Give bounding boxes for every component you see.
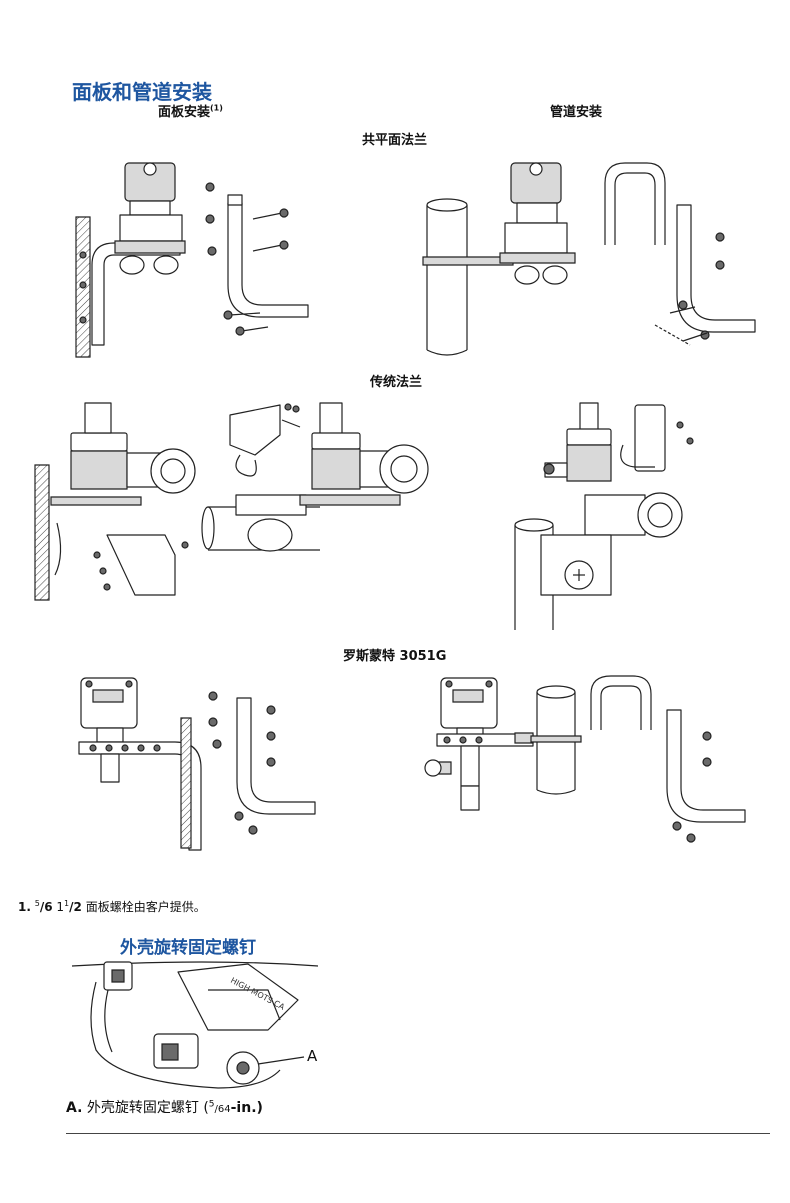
panel-mount-label-text: 面板安装 xyxy=(158,105,211,120)
caption-letter: A. xyxy=(66,1100,83,1116)
footnote-number: 1. xyxy=(18,900,31,914)
loose-l-bracket xyxy=(228,203,308,317)
traditional-panel-mount-illustration xyxy=(25,395,215,605)
coplanar-flange-label: 共平面法兰 xyxy=(362,133,428,148)
coplanar-pipe-mount-illustration xyxy=(415,155,745,370)
u-bolt xyxy=(605,163,665,245)
panel-mount-label: 面板安装(1) xyxy=(158,101,223,120)
traditional-pipe-mount-illustration xyxy=(505,395,705,635)
housing-screw-title: 外壳旋转固定螺钉 xyxy=(120,938,256,958)
screw-caption: A. 外壳旋转固定螺钉 (5/64-in.) xyxy=(66,1097,263,1117)
footnote-frac1-den: /6 xyxy=(39,900,53,914)
bottom-rule xyxy=(66,1133,770,1134)
caption-frac-num: 5 xyxy=(208,1099,215,1110)
caption-frac-den: /64 xyxy=(214,1104,231,1115)
section-title: 面板和管道安装 xyxy=(72,80,212,104)
coplanar-panel-mount-illustration xyxy=(70,155,330,370)
rosemount-3051g-panel-illustration xyxy=(75,670,335,855)
traditional-housing-face xyxy=(151,449,195,493)
caption-unit: -in.) xyxy=(230,1100,263,1116)
rosemount-3051g-pipe-illustration xyxy=(415,670,745,855)
traditional-horizontal-pipe-illustration xyxy=(200,395,440,565)
panel-mount-footnote-ref: (1) xyxy=(210,103,223,113)
pipe-mount-label: 管道安装 xyxy=(550,105,603,120)
footnote-frac2-num: 1 xyxy=(64,899,70,908)
rosemount-3051g-label: 罗斯蒙特 3051G xyxy=(343,649,447,664)
vertical-pipe xyxy=(427,205,467,350)
footnote: 1. 5/6 11/2 面板螺栓由客户提供。 xyxy=(18,898,206,915)
housing-screw-illustration: HIGH MOTS CA xyxy=(68,960,348,1095)
footnote-text: 面板螺栓由客户提供。 xyxy=(85,900,206,914)
footnote-frac1-num: 5 xyxy=(34,899,40,908)
footnote-frac2-den: /2 xyxy=(69,900,82,914)
callout-leader xyxy=(258,1057,304,1064)
caption-text: 外壳旋转固定螺钉 ( xyxy=(86,1100,209,1116)
callout-letter: A xyxy=(307,1047,318,1065)
traditional-flange-label: 传统法兰 xyxy=(370,375,423,390)
footnote-whole2: 1 xyxy=(56,900,65,914)
